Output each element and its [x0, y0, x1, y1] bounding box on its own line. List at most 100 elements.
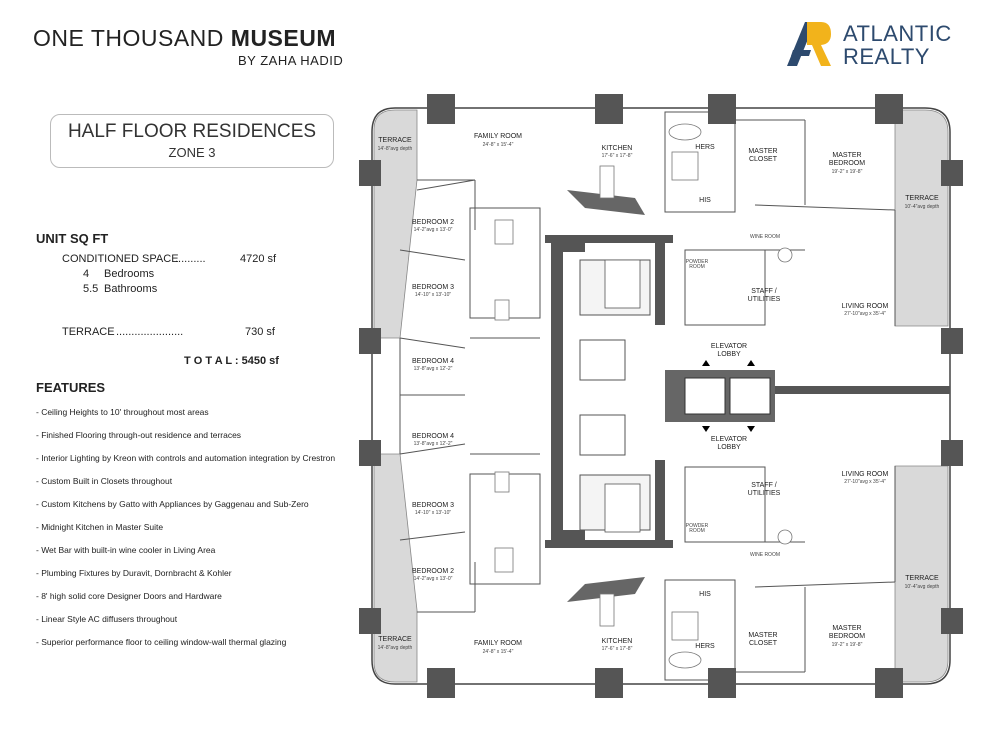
terrace-top-right [894, 109, 949, 327]
elevator-lobby-top-l1: ELEVATOR [711, 343, 747, 350]
powder-room-bottom-l2: ROOM [689, 528, 705, 534]
interior-walls [399, 111, 896, 681]
terrace-label: TERRACE [62, 326, 115, 338]
features-list: - Ceiling Heights to 10' throughout most… [36, 406, 346, 659]
terrace-bl-name: TERRACE [378, 636, 412, 643]
floor-plan-drawing: TERRACE 14'-8"avg depth TERRACE 14'-8"av… [359, 94, 963, 698]
terrace-dots: ...................... [116, 326, 184, 338]
bedroom4-top-name: BEDROOM 4 [412, 358, 454, 365]
zone-heading-box: HALF FLOOR RESIDENCES ZONE 3 [50, 114, 334, 168]
central-core [545, 235, 950, 548]
floor-outline [371, 107, 951, 685]
terrace-tl-name: TERRACE [378, 137, 412, 144]
zone-subtitle: ZONE 3 [168, 145, 216, 160]
bedroom2-top-name: BEDROOM 2 [412, 219, 454, 226]
feature-item: - 8' high solid core Designer Doors and … [36, 591, 222, 601]
logo-line-2: REALTY [843, 44, 930, 69]
elevator-lobby-top-l2: LOBBY [717, 351, 741, 358]
unit-sqft-heading: UNIT SQ FT [36, 231, 109, 246]
building-name-thin: ONE THOUSAND [33, 25, 231, 51]
feature-item: - Interior Lighting by Kreon with contro… [36, 453, 336, 463]
elevator-arrows-icon [702, 360, 755, 432]
terrace-tr-name: TERRACE [905, 195, 939, 202]
wedge-walls [567, 190, 645, 602]
features-heading: FEATURES [36, 380, 106, 395]
powder-room-top-l2: ROOM [689, 264, 705, 270]
master-bedroom-bottom-dim: 19'-2" x 19'-8" [832, 642, 863, 648]
kitchen-bottom-dim: 17'-6" x 17'-8" [602, 646, 633, 652]
his-top-label: HIS [699, 197, 711, 204]
kitchen-top-name: KITCHEN [602, 145, 633, 152]
building-name-bold: MUSEUM [230, 25, 337, 51]
family-room-top-name: FAMILY ROOM [474, 133, 522, 140]
master-closet-bottom-l2: CLOSET [749, 640, 778, 647]
his-bottom-label: HIS [699, 591, 711, 598]
master-closet-bottom-l1: MASTER [748, 632, 777, 639]
bedroom2-bottom-dim: 14'-2"avg x 13'-0" [414, 576, 453, 582]
bedroom3-top-dim: 14'-10" x 13'-10" [415, 292, 452, 298]
terrace-bl-dim: 14'-8"avg depth [378, 645, 413, 651]
wine-room-bottom-label: WINE ROOM [750, 552, 780, 558]
kitchen-top-dim: 17'-6" x 17'-8" [602, 153, 633, 159]
structural-columns [359, 94, 963, 698]
master-bedroom-top-dim: 19'-2" x 19'-8" [832, 169, 863, 175]
powder-room-bottom-l1: POWDER [686, 523, 709, 529]
feature-item: - Linear Style AC diffusers throughout [36, 614, 178, 624]
total-sqft: T O T A L : 5450 sf [184, 355, 279, 367]
bedrooms-label: Bedrooms [104, 268, 155, 280]
feature-item: - Custom Built in Closets throughout [36, 476, 173, 486]
bedroom3-bottom-dim: 14'-10" x 13'-10" [415, 510, 452, 516]
feature-item: - Superior performance floor to ceiling … [36, 637, 287, 647]
feature-item: - Finished Flooring through-out residenc… [36, 430, 242, 440]
floor-plan: TERRACE 14'-8"avg depth TERRACE 14'-8"av… [355, 90, 975, 702]
ar-logo-mark-icon [787, 22, 831, 66]
terrace-br-name: TERRACE [905, 575, 939, 582]
master-closet-top-l2: CLOSET [749, 156, 778, 163]
bedroom4-top-dim: 13'-8"avg x 12'-2" [414, 366, 453, 372]
staff-utilities-bottom-l1: STAFF / [751, 482, 777, 489]
conditioned-space-value: 4720 sf [240, 253, 277, 265]
master-bedroom-bottom-l2: BEDROOM [829, 633, 865, 640]
bedroom4-bottom-dim: 13'-8"avg x 12'-2" [414, 441, 453, 447]
living-room-top-name: LIVING ROOM [842, 303, 889, 310]
feature-item: - Midnight Kitchen in Master Suite [36, 522, 164, 532]
staff-utilities-bottom-l2: UTILITIES [748, 490, 781, 497]
terrace-tl-dim: 14'-8"avg depth [378, 146, 413, 152]
living-room-bottom-name: LIVING ROOM [842, 471, 889, 478]
feature-item: - Custom Kitchens by Gatto with Applianc… [36, 499, 309, 509]
hers-top-label: HERS [695, 144, 715, 151]
conditioned-space-dots: .......... [175, 253, 206, 265]
staff-utilities-top-l2: UTILITIES [748, 296, 781, 303]
logo-line-1: ATLANTIC [843, 21, 952, 46]
elevator-lobby-bottom-l1: ELEVATOR [711, 436, 747, 443]
kitchen-bottom-name: KITCHEN [602, 638, 633, 645]
terrace-tr-dim: 10'-4"avg depth [905, 204, 940, 210]
logo-wordmark: ATLANTIC REALTY [843, 22, 952, 68]
living-room-bottom-dim: 27'-10"avg x 35'-4" [844, 479, 886, 485]
powder-room-top-l1: POWDER [686, 259, 709, 265]
building-title: ONE THOUSAND MUSEUM BY ZAHA HADID [33, 25, 343, 68]
terrace-value: 730 sf [245, 326, 275, 338]
architect-subtitle: BY ZAHA HADID [238, 53, 344, 68]
master-bedroom-top-l1: MASTER [832, 152, 861, 159]
master-bedroom-bottom-l1: MASTER [832, 625, 861, 632]
fixtures [494, 123, 793, 669]
terrace-top-left [373, 109, 418, 339]
zone-title: HALF FLOOR RESIDENCES [67, 121, 317, 142]
atlantic-realty-logo: ATLANTIC REALTY [785, 20, 980, 70]
family-room-bottom-name: FAMILY ROOM [474, 640, 522, 647]
feature-item: - Plumbing Fixtures by Duravit, Dornbrac… [36, 568, 232, 578]
family-room-top-dim: 24'-8" x 15'-4" [483, 142, 514, 148]
elevator-lobby-bottom-l2: LOBBY [717, 444, 741, 451]
terrace-bottom-left [373, 453, 418, 683]
terrace-bottom-right [894, 465, 949, 683]
staff-utilities-top-l1: STAFF / [751, 288, 777, 295]
bedrooms-count: 4 [83, 268, 90, 280]
bedroom3-top-name: BEDROOM 3 [412, 284, 454, 291]
conditioned-space-label: CONDITIONED SPACE [62, 253, 179, 265]
feature-item: - Wet Bar with built-in wine cooler in L… [36, 545, 216, 555]
bathrooms-label: Bathrooms [104, 283, 158, 295]
master-bedroom-top-l2: BEDROOM [829, 160, 865, 167]
building-name: ONE THOUSAND MUSEUM [33, 25, 336, 52]
master-closet-top-l1: MASTER [748, 148, 777, 155]
